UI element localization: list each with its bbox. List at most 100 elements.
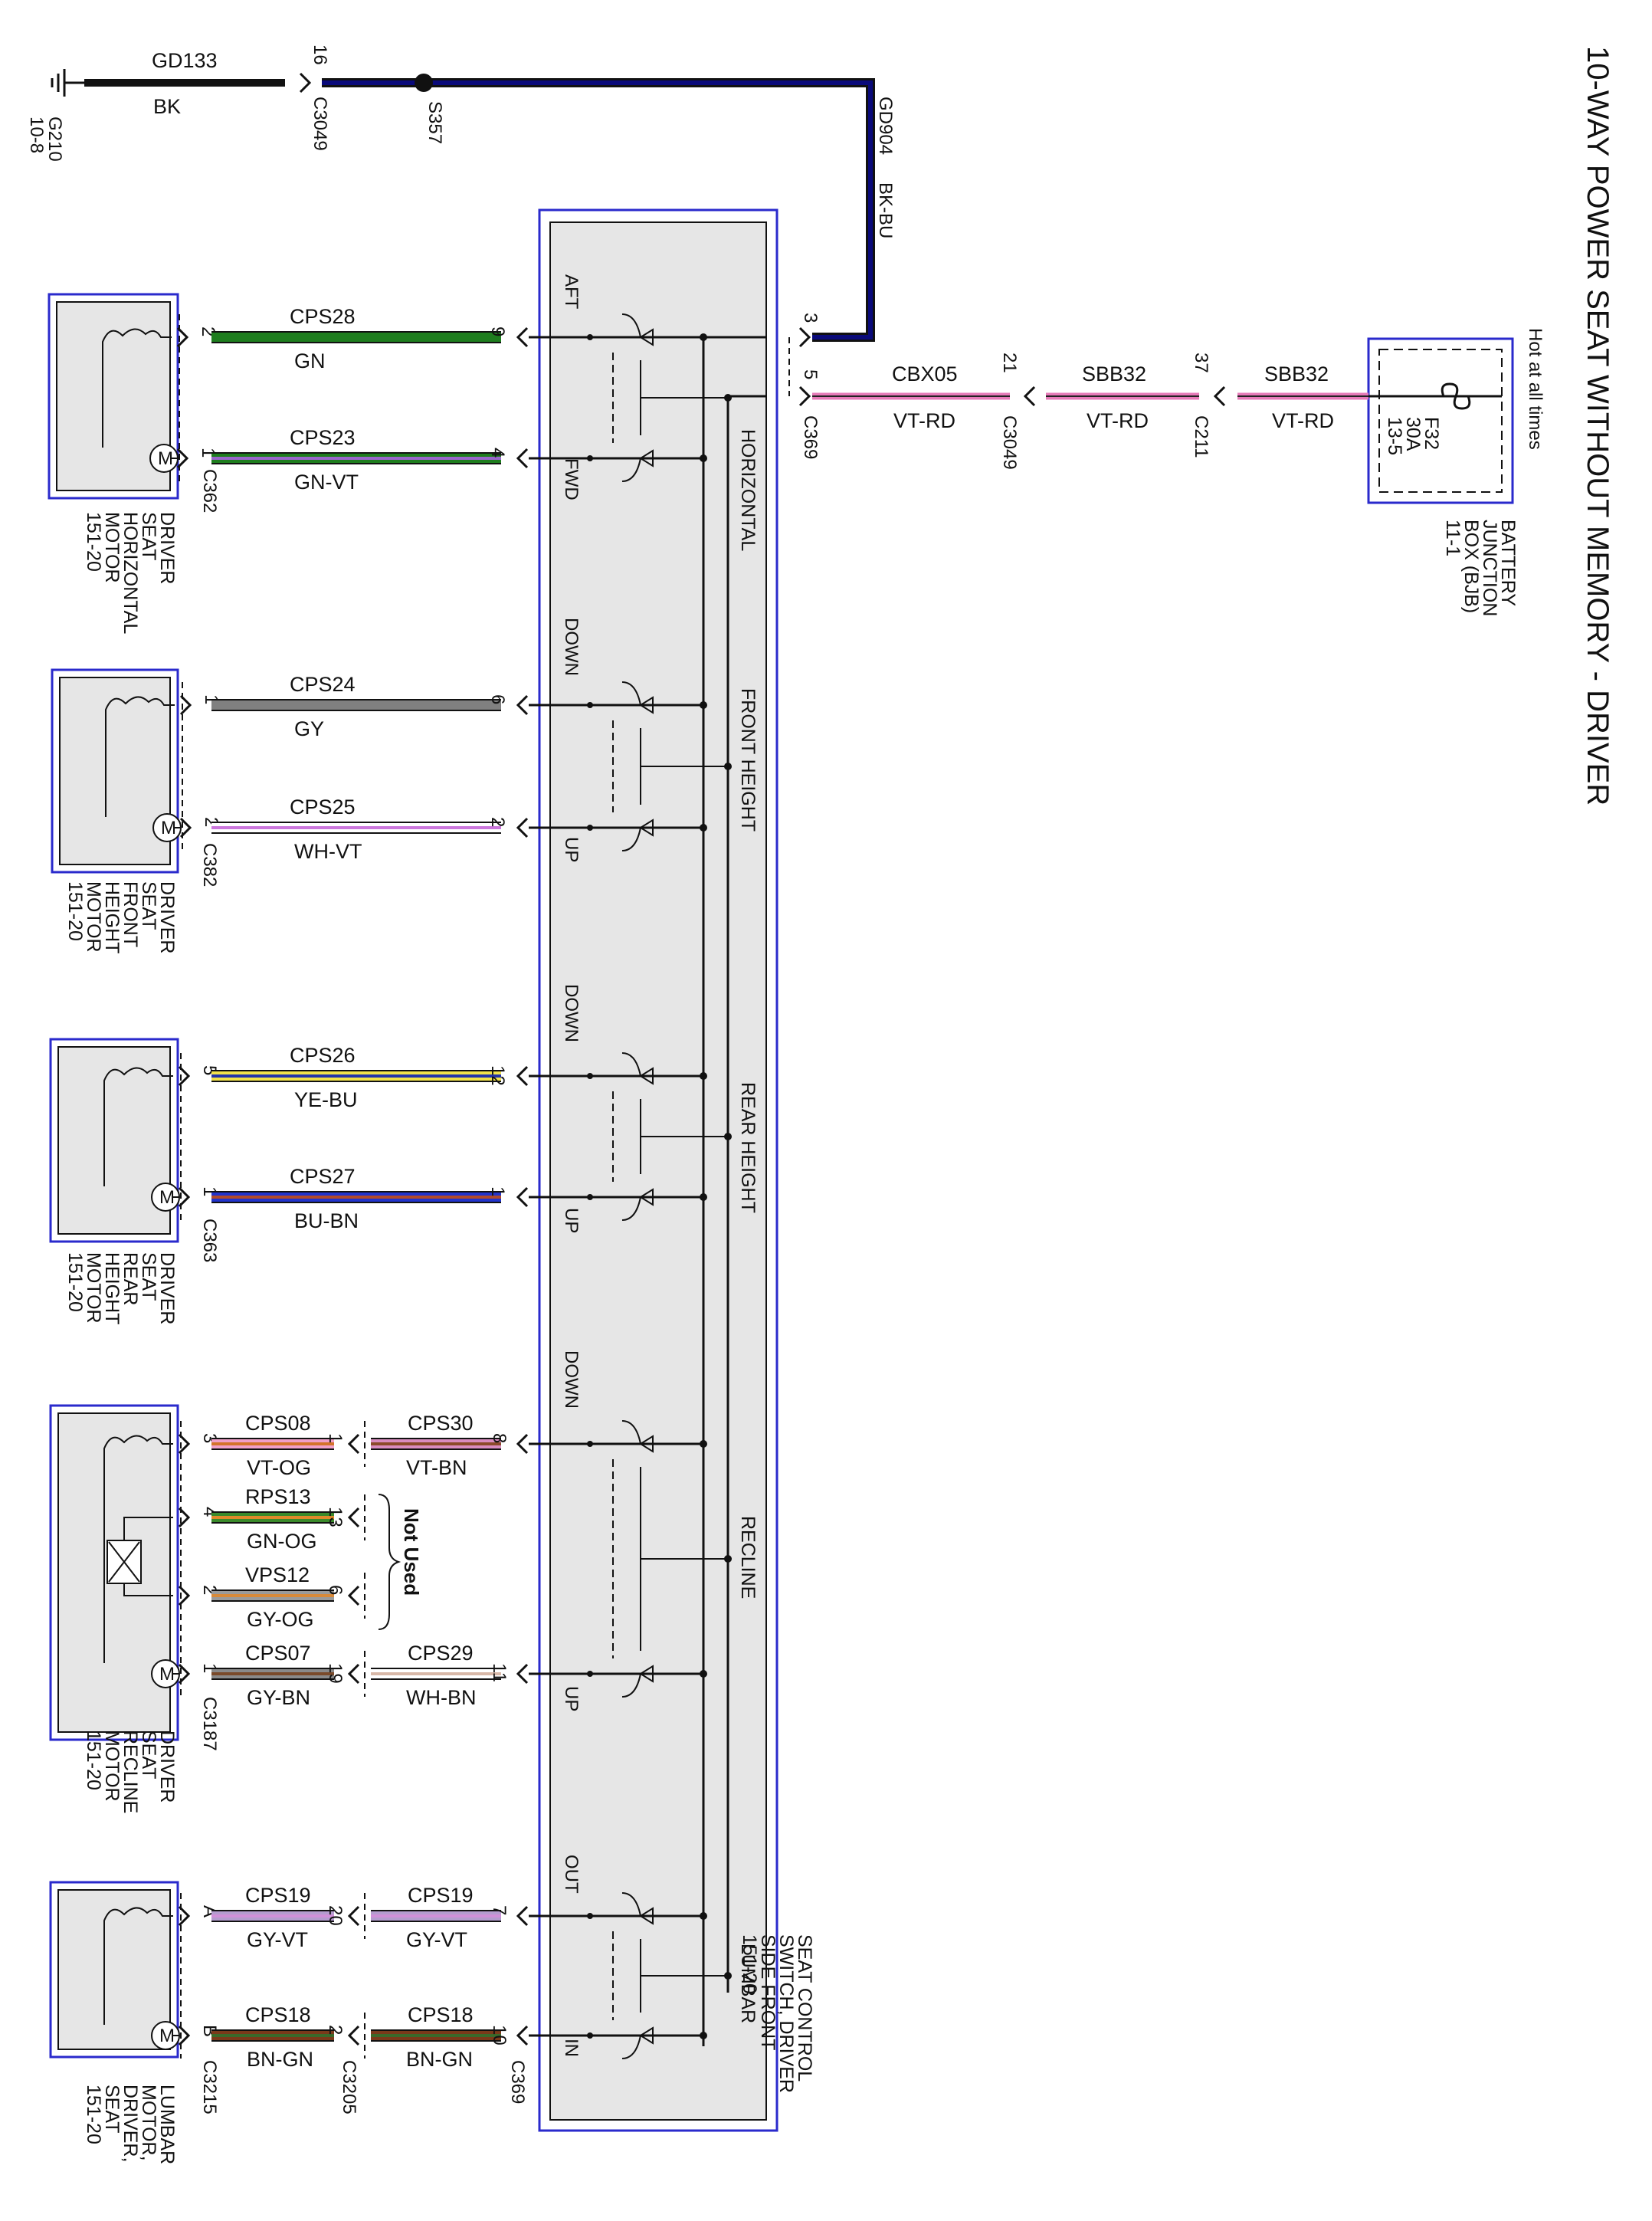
s5-c2-bus-node [700, 2032, 707, 2039]
s3-c2-arm [621, 1196, 641, 1221]
m1-w2-color: GN-VT [294, 471, 359, 494]
s2-c2-contact [639, 819, 654, 837]
power-seg1-circuit: SBB32 [1264, 363, 1329, 385]
m4-label-2: SEAT [138, 1731, 159, 1779]
m4-w1-motor-chevron [178, 1433, 191, 1455]
m4-w2-mid-pin: 13 [325, 1507, 346, 1527]
s3-c1-contact [639, 1067, 654, 1085]
s2-pwr-node [724, 763, 732, 770]
s2-c2-node [587, 825, 593, 831]
m2-w1-color: GY [294, 717, 324, 740]
m4-w3-circuit: VPS12 [245, 1563, 310, 1586]
switch-label-2: SWITCH, DRIVER [775, 1934, 797, 2093]
motor-5-breaker [103, 1907, 173, 2025]
c211-chevron [1213, 385, 1226, 407]
power-seg1-color: VT-RD [1272, 409, 1334, 432]
m5-label-5: 151-20 [83, 2085, 104, 2144]
s5-c1-bus-node [700, 1912, 707, 1920]
switch-label-4: 151-20 [739, 1934, 760, 1994]
dir-rear-up: UP [561, 1208, 582, 1233]
motor-2-body [59, 677, 171, 865]
m4-w1-wire-a-stripe [211, 1442, 334, 1445]
m5-w1-mid-chevron [347, 1905, 360, 1927]
m1-label-4: MOTOR [101, 512, 123, 583]
switch-label-3: SIDE FRONT [757, 1934, 778, 2050]
m2-w2-switch-chevron [516, 817, 529, 838]
m4-w1-switch-chevron [516, 1433, 529, 1455]
m1-label-1: DRIVER [156, 512, 178, 584]
m3-w1-wire-stripe [211, 1074, 501, 1078]
m1-w2-circuit: CPS23 [290, 426, 356, 449]
c369-gnd-chevron [798, 326, 811, 348]
m3-w2-switch-chevron [516, 1186, 529, 1208]
s3-c2-bus-node [700, 1193, 707, 1201]
s5-c2-contact [639, 2026, 654, 2045]
m4-label-4: MOTOR [101, 1731, 123, 1802]
s1-c1-contact [639, 328, 654, 346]
m4-w2-motor-chevron [178, 1507, 191, 1528]
power-seg2-circuit: SBB32 [1082, 363, 1146, 385]
m4-w1-circuit: CPS08 [245, 1412, 311, 1435]
s2-c1-node [587, 702, 593, 708]
m4-w1-switch-pin: 8 [489, 1433, 510, 1443]
m1-w1-motor-chevron [176, 326, 189, 348]
bjb-label-3: BOX (BJB) [1460, 520, 1482, 613]
s4-c2-bus-node [700, 1670, 707, 1678]
m3-w2-wire-stripe [211, 1196, 501, 1199]
c3049-chevron [1023, 385, 1036, 407]
s4-c2-arm [621, 1673, 641, 1698]
m3-w1-circuit: CPS26 [290, 1044, 356, 1067]
s4-c1-bus-node [700, 1440, 707, 1448]
bjb-outline [1367, 337, 1514, 504]
m3-w1-color: YE-BU [294, 1088, 358, 1111]
m4-w4-mid-chevron [347, 1663, 360, 1685]
s1-c1-arm [621, 313, 641, 338]
m2-w2-circuit: CPS25 [290, 796, 356, 819]
s4-pwr-node [724, 1555, 732, 1563]
s2-c1-bus-node [700, 701, 707, 709]
section-rear-height: REAR HEIGHT [737, 1082, 759, 1213]
s5-c2-arm [621, 2035, 641, 2059]
m2-connector: C382 [199, 843, 220, 887]
motor-3-breaker [103, 1067, 173, 1186]
m5-label-2: MOTOR, [138, 2085, 159, 2161]
m2-w2-color: WH-VT [294, 840, 362, 863]
m3-w2-motor-chevron [178, 1186, 191, 1208]
m3-w2-color: BU-BN [294, 1209, 359, 1232]
m2-label-3: FRONT [120, 881, 141, 947]
m2-label-2: SEAT [138, 881, 159, 930]
m4-label-3: RECLINE [120, 1731, 141, 1813]
switch-contacts [529, 313, 732, 2059]
switch-label-1: SEAT CONTROL [794, 1934, 815, 2082]
not-used-label: Not Used [400, 1508, 423, 1596]
motor-3-body [57, 1046, 171, 1235]
m5-w1-wire-b-stripe [371, 1914, 501, 1918]
bjb-inner [1378, 349, 1503, 493]
m4-w4-circuit: CPS07 [245, 1642, 311, 1665]
m5-w2-circuit2: CPS18 [408, 2003, 474, 2026]
m1-label-5: 151-20 [83, 512, 104, 572]
m3-w1-motor-chevron [178, 1065, 191, 1087]
m5-w2-switch-chevron [516, 2025, 529, 2046]
m4-w2-wire-a-stripe [211, 1516, 334, 1519]
m1-w1-switch-pin: 9 [487, 326, 508, 336]
dir-aft: AFT [561, 274, 582, 310]
s3-pwr-node [724, 1133, 732, 1140]
m5-w2-switch-pin: 10 [489, 2025, 510, 2045]
m3-label-1: DRIVER [156, 1252, 178, 1324]
s4-c2-node [587, 1671, 593, 1677]
m3-label-4: HEIGHT [101, 1252, 123, 1324]
m4-w3-wire-a-stripe [211, 1594, 334, 1597]
s4-c1-arm [621, 1420, 641, 1445]
motor-5-body [57, 1889, 171, 2050]
m5-w2-wire-a-stripe [211, 2034, 334, 2037]
power-seg2-color: VT-RD [1087, 409, 1149, 432]
m4-w1-mid-chevron [347, 1433, 360, 1455]
m2-label-5: MOTOR [83, 881, 104, 953]
m5-label-3: DRIVER, [120, 2085, 141, 2162]
s4-c1-node [587, 1441, 593, 1447]
m1-w2-wire-stripe [211, 457, 501, 460]
m4-w1-color: VT-OG [247, 1456, 311, 1479]
